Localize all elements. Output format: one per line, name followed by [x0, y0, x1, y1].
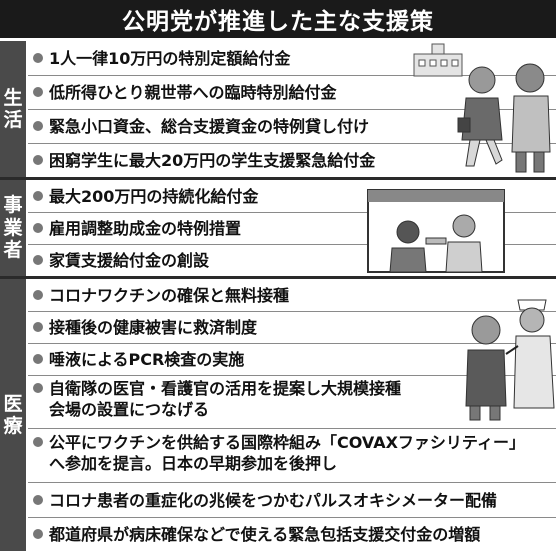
category-label-life: 生 活 [0, 41, 26, 177]
item-text: 都道府県が病床確保などで使える緊急包括支援交付金の増額 [49, 524, 481, 544]
section-divider [0, 276, 556, 279]
category-label-business: 事 業 者 [0, 180, 26, 276]
section-medical: 医 療 コロナワクチンの確保と無料接種 接種後の健康被害に救済制度 唾液によるP… [0, 279, 556, 551]
bullet-icon [33, 87, 43, 97]
bullet-icon [33, 529, 43, 539]
bullet-icon [33, 495, 43, 505]
category-char: 者 [3, 239, 23, 262]
section-divider [0, 177, 556, 180]
bullet-icon [33, 191, 43, 201]
item-text: 自衛隊の医官・看護官の活用を提案し大規模接種 会場の設置につなげる [49, 379, 402, 419]
bullet-icon [33, 155, 43, 165]
item-text: 緊急小口資金、総合支援資金の特例貸し付け [49, 116, 370, 136]
item-text: 公平にワクチンを供給する国際枠組み「COVAXファシリティー」 へ参加を提言。日… [49, 433, 525, 473]
item-text: 困窮学生に最大20万円の学生支援緊急給付金 [49, 150, 376, 170]
bullet-icon [33, 437, 43, 447]
bullet-icon [33, 255, 43, 265]
category-char: 医 [3, 392, 23, 415]
section-business: 事 業 者 最大200万円の持続化給付金 雇用調整助成金の特例措置 家賃支援給付… [0, 180, 556, 276]
item-text: 唾液によるPCR検査の実施 [49, 349, 245, 369]
section-life: 生 活 1人一律10万円の特別定額給付金 低所得ひとり親世帯への臨時特別給付金 … [0, 41, 556, 177]
list-item: コロナ患者の重症化の兆候をつかむパルスオキシメーター配備 [28, 483, 556, 518]
item-text: 雇用調整助成金の特例措置 [49, 218, 242, 238]
list-item: 公平にワクチンを供給する国際枠組み「COVAXファシリティー」 へ参加を提言。日… [28, 429, 556, 483]
list-item: 自衛隊の医官・看護官の活用を提案し大規模接種 会場の設置につなげる [28, 375, 556, 429]
category-char: 事 [3, 194, 23, 217]
list-item: コロナワクチンの確保と無料接種 [28, 279, 556, 312]
page-title: 公明党が推進した主な支援策 [0, 0, 556, 38]
item-text: 接種後の健康被害に救済制度 [49, 317, 258, 337]
category-char: 療 [3, 415, 23, 437]
category-char: 生 [3, 86, 23, 109]
list-item: 1人一律10万円の特別定額給付金 [28, 41, 556, 76]
students-illustration [413, 43, 551, 173]
item-text: 最大200万円の持続化給付金 [49, 186, 259, 206]
bullet-icon [33, 53, 43, 63]
item-text: 低所得ひとり親世帯への臨時特別給付金 [49, 82, 337, 102]
category-char: 活 [3, 109, 23, 131]
list-item: 接種後の健康被害に救済制度 [28, 311, 556, 344]
bullet-icon [33, 290, 43, 300]
category-label-medical: 医 療 [0, 279, 26, 551]
bullet-icon [33, 354, 43, 364]
list-item: 都道府県が病床確保などで使える緊急包括支援交付金の増額 [28, 517, 556, 551]
list-item: 唾液によるPCR検査の実施 [28, 343, 556, 376]
item-text: コロナワクチンの確保と無料接種 [49, 285, 290, 305]
list-item: 雇用調整助成金の特例措置 [28, 212, 556, 245]
item-text: 1人一律10万円の特別定額給付金 [49, 48, 291, 68]
item-text: コロナ患者の重症化の兆候をつかむパルスオキシメーター配備 [49, 490, 498, 510]
bullet-icon [33, 121, 43, 131]
shop-illustration [367, 189, 505, 273]
item-text: 家賃支援給付金の創設 [49, 250, 210, 270]
bullet-icon [33, 322, 43, 332]
category-char: 業 [3, 216, 23, 239]
bullet-icon [33, 223, 43, 233]
list-item: 緊急小口資金、総合支援資金の特例貸し付け [28, 109, 556, 144]
list-item: 低所得ひとり親世帯への臨時特別給付金 [28, 75, 556, 110]
vaccination-illustration [465, 299, 555, 421]
list-item: 困窮学生に最大20万円の学生支援緊急給付金 [28, 143, 556, 177]
bullet-icon [33, 383, 43, 393]
list-item: 家賃支援給付金の創設 [28, 244, 556, 276]
list-item: 最大200万円の持続化給付金 [28, 180, 556, 213]
